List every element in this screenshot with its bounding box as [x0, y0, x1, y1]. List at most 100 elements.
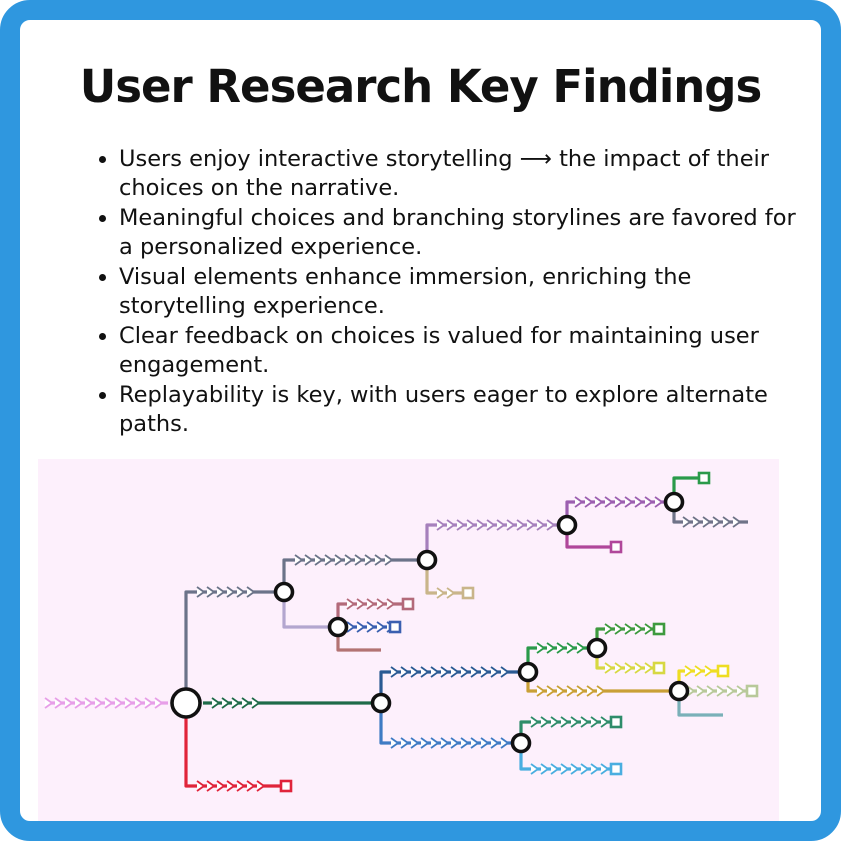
branch-chevron: [84, 697, 93, 709]
branch-chevron: [496, 519, 505, 531]
leaf-square: [609, 540, 623, 554]
branch-chevron: [576, 642, 585, 654]
branch-line-3: [184, 703, 286, 788]
branch-chevron: [376, 621, 385, 633]
branch-chevron: [694, 665, 703, 677]
branch-chevron: [356, 621, 365, 633]
branch-chevron: [490, 737, 499, 749]
decision-node: [668, 680, 690, 702]
branch-chevron: [530, 763, 539, 775]
leaf-square: [652, 622, 666, 636]
branch-chevron: [586, 685, 595, 697]
finding-item: Users enjoy interactive storytelling ⟶ t…: [119, 145, 799, 203]
branch-chevron: [420, 666, 429, 678]
branch-chevron: [692, 516, 701, 528]
decision-node: [586, 637, 608, 659]
branch-chevron: [211, 697, 220, 709]
branch-chevron: [216, 780, 225, 792]
branch-chevron: [390, 666, 399, 678]
branch-chevron: [526, 519, 535, 531]
branch-chevron: [346, 598, 355, 610]
branch-chevron: [684, 665, 693, 677]
branch-chevron: [704, 665, 713, 677]
branch-chevron: [314, 554, 323, 566]
branch-chevron: [241, 697, 250, 709]
branch-chevron: [550, 763, 559, 775]
branch-chevron: [560, 763, 569, 775]
finding-item: Visual elements enhance immersion, enric…: [119, 263, 799, 321]
branch-chevron: [682, 516, 691, 528]
branch-chevron: [324, 554, 333, 566]
branch-chevron: [500, 666, 509, 678]
branch-chevron: [450, 737, 459, 749]
branch-chevron: [446, 519, 455, 531]
branch-chevron: [634, 496, 643, 508]
decision-node: [327, 616, 349, 638]
branch-chevron: [696, 685, 705, 697]
branch-chevron: [644, 496, 653, 508]
decision-node: [517, 661, 539, 683]
branch-chevron: [154, 697, 163, 709]
leaf-square: [716, 664, 730, 678]
branch-chevron: [460, 737, 469, 749]
branch-chevron: [550, 716, 559, 728]
decision-node: [663, 491, 685, 513]
branch-chevron: [570, 763, 579, 775]
branch-chevron: [604, 623, 613, 635]
branch-chevron: [94, 697, 103, 709]
decision-node: [510, 732, 532, 754]
branch-chevron: [706, 685, 715, 697]
branch-chevron: [644, 623, 653, 635]
branch-chevron: [196, 780, 205, 792]
branch-chevron: [580, 716, 589, 728]
branch-chevron: [44, 697, 53, 709]
branch-chevron: [476, 519, 485, 531]
branch-chevron: [712, 516, 721, 528]
leaf-square: [609, 762, 623, 776]
branch-chevron: [546, 519, 555, 531]
leaf-square: [697, 471, 711, 485]
branch-chevron: [600, 763, 609, 775]
branch-chevron: [530, 716, 539, 728]
branch-chevron: [236, 780, 245, 792]
branch-chevron: [104, 697, 113, 709]
branch-chevron: [556, 642, 565, 654]
branch-chevron: [490, 666, 499, 678]
page-title: User Research Key Findings: [79, 60, 763, 113]
findings-list: Users enjoy interactive storytelling ⟶ t…: [90, 145, 799, 440]
branch-chevron: [206, 780, 215, 792]
branch-chevron: [456, 519, 465, 531]
branch-chevron: [410, 737, 419, 749]
decision-node: [370, 692, 392, 714]
branch-chevron: [374, 554, 383, 566]
branch-chevron: [614, 496, 623, 508]
branch-chevron: [596, 685, 605, 697]
branch-chevron: [604, 662, 613, 674]
branch-chevron: [546, 685, 555, 697]
branch-chevron: [624, 662, 633, 674]
branch-line-11: [379, 670, 528, 703]
branch-chevron: [574, 496, 583, 508]
branch-chevron: [536, 642, 545, 654]
branch-chevron: [294, 554, 303, 566]
branch-chevron: [246, 586, 255, 598]
branch-chevron: [584, 496, 593, 508]
branching-storyline-diagram: [38, 459, 779, 821]
branch-chevron: [64, 697, 73, 709]
branch-chevron: [74, 697, 83, 709]
branch-chevron: [560, 716, 569, 728]
decision-node: [170, 687, 202, 719]
branch-chevron: [436, 587, 445, 599]
branch-chevron: [576, 685, 585, 697]
branch-chevron: [460, 666, 469, 678]
branch-chevron: [364, 554, 373, 566]
leaf-square: [279, 779, 293, 793]
leaf-square: [401, 597, 415, 611]
branch-chevron: [716, 685, 725, 697]
branch-chevron: [536, 685, 545, 697]
branch-chevron: [480, 666, 489, 678]
branch-chevron: [390, 737, 399, 749]
branch-chevron: [594, 496, 603, 508]
decision-node: [556, 514, 578, 536]
branch-chevron: [540, 716, 549, 728]
